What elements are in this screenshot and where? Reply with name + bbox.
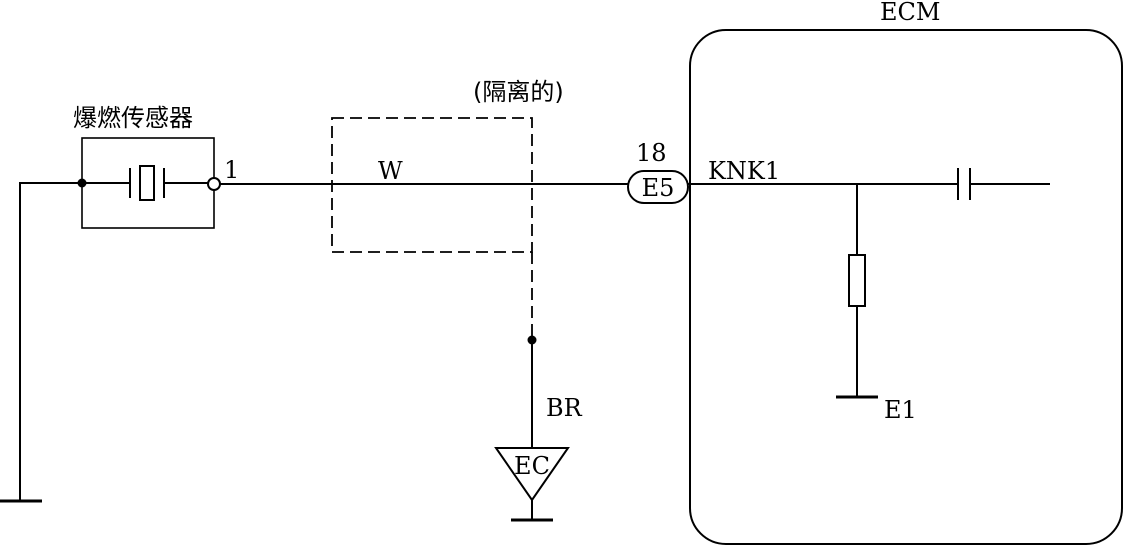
- ecm-ground-label: E1: [884, 396, 917, 424]
- connector-pin-label: 18: [636, 139, 667, 167]
- connector-id-label: E5: [642, 174, 675, 202]
- knock-sensor: 爆燃传感器 1: [73, 104, 239, 229]
- left-ground: [0, 182, 80, 503]
- piezo-crystal: [139, 165, 155, 201]
- ecm-name-label: ECM: [880, 0, 940, 26]
- connector-oval: [627, 170, 689, 204]
- connector-e5: E5 18: [627, 139, 689, 204]
- shield-wire-color-label: BR: [546, 394, 583, 422]
- shield: (隔离的): [331, 78, 564, 340]
- shield-ground: BR EC: [494, 335, 583, 522]
- sensor-pin-label: 1: [224, 156, 239, 184]
- ecm-box: [689, 29, 1123, 545]
- sensor-name-label: 爆燃传感器: [73, 104, 193, 132]
- left-ground-wire: [19, 182, 80, 500]
- signal-name-label: KNK1: [708, 157, 780, 185]
- ec-ground-label: EC: [514, 452, 550, 480]
- wire-color-label: W: [378, 157, 403, 185]
- shield-note-label: (隔离的): [473, 78, 564, 106]
- ec-ground-triangle: [494, 447, 570, 502]
- ecm: ECM KNK1 E1: [688, 0, 1123, 545]
- sensor-pin-terminal: [207, 177, 221, 191]
- shield-box: [331, 117, 533, 253]
- sensor-junction-dot: [77, 178, 87, 188]
- resistor: [848, 254, 866, 307]
